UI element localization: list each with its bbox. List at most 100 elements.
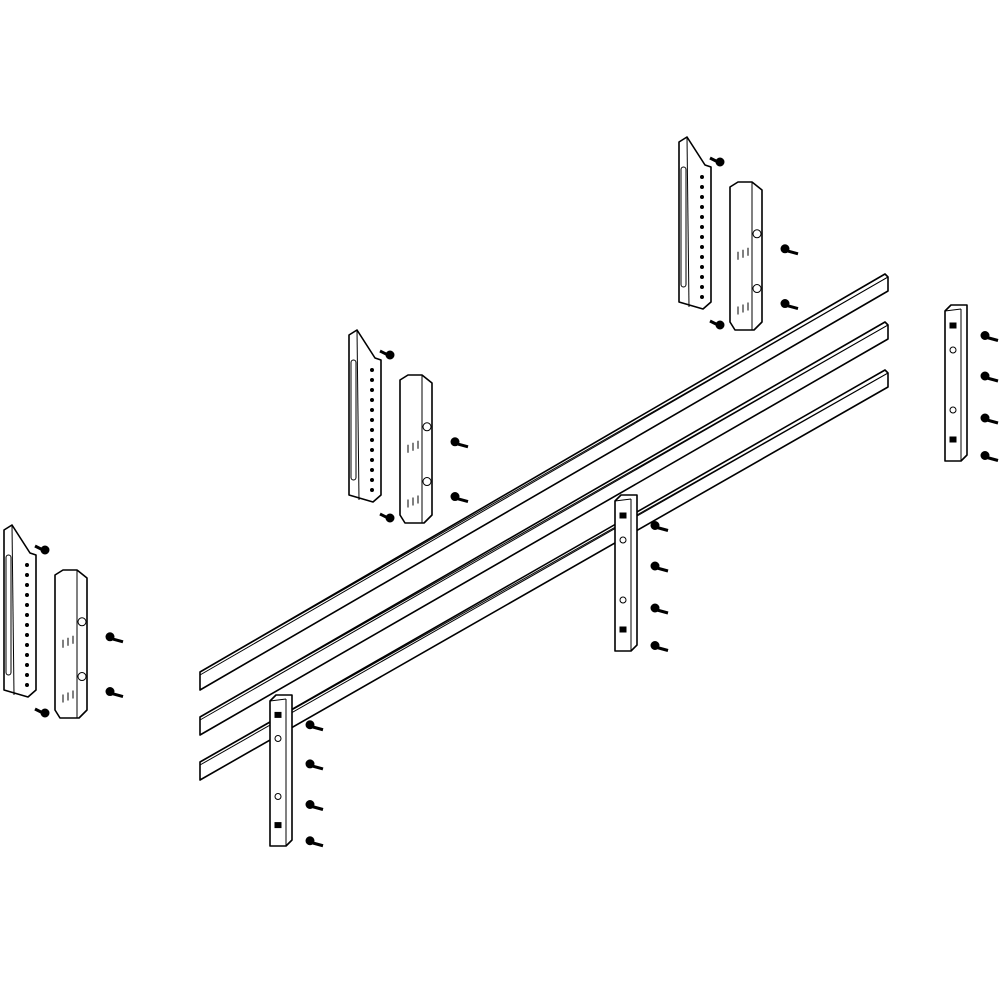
angle-bracket-hole bbox=[700, 225, 704, 229]
screw-icon bbox=[980, 451, 999, 462]
support-hole bbox=[949, 322, 957, 329]
angle-bracket-hole bbox=[25, 623, 29, 627]
screw-icon bbox=[650, 521, 669, 532]
screw-shaft bbox=[34, 544, 48, 554]
angle-bracket-hole bbox=[700, 215, 704, 219]
clip-holder-teeth bbox=[62, 635, 74, 648]
screw-head bbox=[105, 687, 115, 697]
clip-holder-hole bbox=[752, 229, 762, 239]
screw-shaft bbox=[656, 566, 669, 573]
angle-bracket-hole bbox=[25, 663, 29, 667]
support-hole bbox=[619, 512, 627, 519]
screw-shaft bbox=[786, 304, 799, 311]
screw-icon bbox=[34, 707, 50, 718]
angle-bracket-hole bbox=[25, 673, 29, 677]
screw-shaft bbox=[786, 249, 799, 256]
screw-head bbox=[305, 836, 315, 846]
bracket-set bbox=[3, 524, 88, 719]
screw-head bbox=[305, 759, 315, 769]
angle-bracket-hole bbox=[25, 613, 29, 617]
clip-holder-teeth bbox=[62, 690, 74, 703]
clip-holder-hole bbox=[752, 284, 762, 294]
angle-bracket-hole bbox=[25, 573, 29, 577]
support-hole bbox=[949, 406, 957, 414]
screw-head bbox=[780, 299, 790, 309]
screw-icon bbox=[34, 544, 50, 555]
clip-holder-teeth bbox=[737, 247, 749, 260]
angle-bracket-hole bbox=[700, 205, 704, 209]
screw-shaft bbox=[379, 512, 393, 522]
clip-holder-teeth bbox=[407, 495, 419, 508]
screw-icon bbox=[379, 349, 395, 360]
screw-shaft bbox=[111, 692, 124, 699]
angle-bracket bbox=[3, 524, 37, 698]
busbar-edge bbox=[199, 324, 889, 721]
angle-bracket-hole bbox=[370, 428, 374, 432]
screws bbox=[34, 156, 999, 848]
screw-shaft bbox=[656, 526, 669, 532]
busbar-body bbox=[199, 369, 889, 781]
angle-bracket-hole bbox=[370, 398, 374, 402]
bracket-sets bbox=[3, 136, 763, 719]
screw-icon bbox=[780, 244, 799, 256]
vertical-support bbox=[614, 494, 638, 652]
angle-bracket-edge bbox=[11, 524, 15, 696]
support-hole bbox=[619, 596, 627, 604]
support-edge bbox=[614, 498, 632, 502]
screw-head bbox=[980, 331, 990, 340]
angle-bracket-hole bbox=[370, 468, 374, 472]
support-hole bbox=[949, 346, 957, 354]
angle-bracket-slot bbox=[680, 166, 687, 288]
angle-bracket-hole bbox=[370, 388, 374, 392]
support-hole bbox=[274, 711, 282, 718]
screw-shaft bbox=[656, 608, 669, 615]
screw-icon bbox=[450, 437, 469, 449]
screw-icon bbox=[980, 413, 999, 425]
screw-icon bbox=[105, 687, 124, 699]
screw-head bbox=[650, 521, 660, 530]
screw-icon bbox=[650, 561, 669, 573]
screw-shaft bbox=[311, 805, 324, 811]
vertical-support bbox=[944, 304, 968, 462]
screw-shaft bbox=[456, 497, 469, 504]
clip-holder bbox=[399, 374, 433, 524]
angle-bracket-hole bbox=[370, 448, 374, 452]
angle-bracket-hole bbox=[700, 245, 704, 249]
clip-holder-teeth bbox=[737, 302, 749, 315]
busbar-body bbox=[199, 321, 889, 736]
angle-bracket-hole bbox=[700, 195, 704, 199]
angle-bracket-hole bbox=[25, 633, 29, 637]
screw-icon bbox=[305, 800, 324, 811]
screw-head bbox=[780, 244, 790, 254]
angle-bracket-edge bbox=[356, 329, 360, 501]
support-hole bbox=[949, 436, 957, 443]
screw-icon bbox=[305, 836, 324, 848]
bracket-set bbox=[678, 136, 763, 331]
angle-bracket-hole bbox=[370, 488, 374, 492]
angle-bracket-hole bbox=[370, 408, 374, 412]
screw-shaft bbox=[34, 707, 48, 717]
busbar bbox=[199, 273, 889, 691]
busbar bbox=[199, 321, 889, 736]
vertical-supports bbox=[269, 304, 968, 847]
angle-bracket-hole bbox=[25, 653, 29, 657]
angle-bracket-hole bbox=[25, 643, 29, 647]
angle-bracket-hole bbox=[25, 583, 29, 587]
clip-holder-hole bbox=[422, 477, 432, 487]
screw-icon bbox=[980, 331, 999, 342]
screw-icon bbox=[650, 641, 669, 652]
screw-shaft bbox=[986, 418, 999, 425]
angle-bracket-edge bbox=[686, 136, 690, 308]
screw-shaft bbox=[311, 841, 324, 848]
angle-bracket-hole bbox=[700, 255, 704, 259]
angle-bracket bbox=[678, 136, 712, 310]
screw-icon bbox=[709, 319, 725, 330]
support-hole bbox=[274, 735, 282, 742]
support-hole bbox=[619, 626, 627, 633]
busbar-body bbox=[199, 273, 889, 691]
screw-icon bbox=[650, 603, 669, 615]
support-hole bbox=[274, 793, 282, 800]
screw-icon bbox=[305, 720, 324, 732]
angle-bracket-hole bbox=[370, 378, 374, 382]
